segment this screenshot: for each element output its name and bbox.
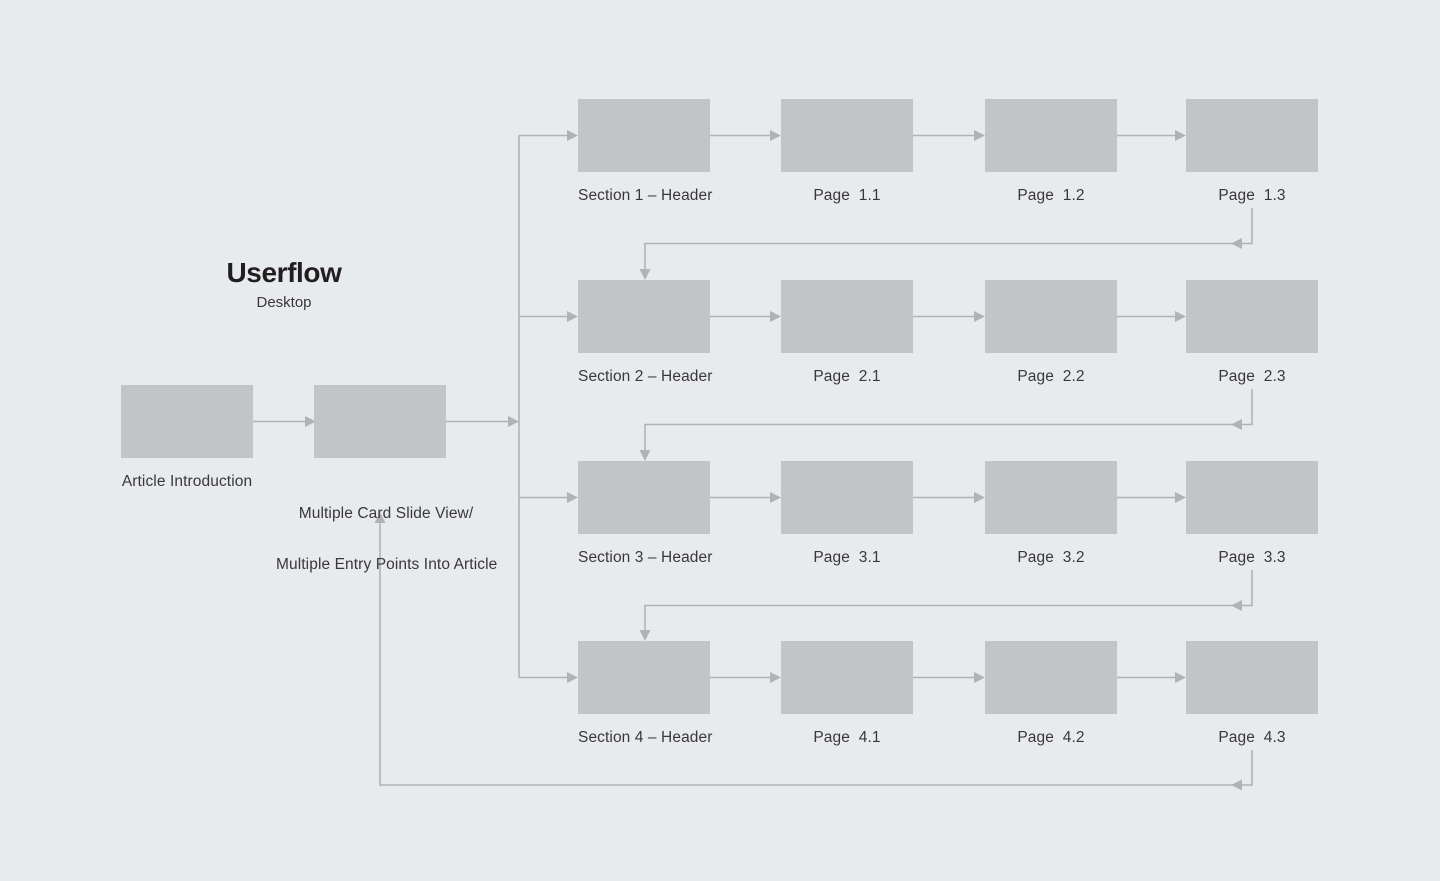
label-card-slide-view: Multiple Card Slide View/ Multiple Entry… [276,471,498,607]
label-article-introduction: Article Introduction [121,473,253,490]
flow-box-page-3-3 [1186,461,1318,534]
label-section-1-header: Section 1 – Header [578,187,713,204]
flow-box-section-1-header [578,99,710,172]
flow-box-section-3-header [578,461,710,534]
label-page-2-3: Page 2.3 [1218,368,1286,385]
flow-box-section-4-header [578,641,710,714]
label-page-1-3: Page 1.3 [1218,187,1286,204]
flow-box-page-3-1 [781,461,913,534]
diagram-title-block: Userflow Desktop [178,257,390,311]
label-page-3-2: Page 3.2 [1017,549,1085,566]
label-card-slide-view-line1: Multiple Card Slide View/ [298,505,474,522]
label-page-1-1: Page 1.1 [813,187,881,204]
flow-box-page-1-1 [781,99,913,172]
flow-box-page-2-1 [781,280,913,353]
label-page-4-1: Page 4.1 [813,729,881,746]
label-page-2-1: Page 2.1 [813,368,881,385]
label-page-4-3: Page 4.3 [1218,729,1286,746]
label-card-slide-view-line2: Multiple Entry Points Into Article [276,556,498,573]
label-page-2-2: Page 2.2 [1017,368,1085,385]
flow-box-page-2-2 [985,280,1117,353]
flow-box-article-introduction [121,385,253,458]
label-section-2-header: Section 2 – Header [578,368,713,385]
flow-box-page-4-1 [781,641,913,714]
label-section-3-header: Section 3 – Header [578,549,713,566]
label-page-4-2: Page 4.2 [1017,729,1085,746]
flow-box-card-slide-view [314,385,446,458]
flow-box-page-4-3 [1186,641,1318,714]
flow-box-page-1-3 [1186,99,1318,172]
flow-box-section-2-header [578,280,710,353]
flow-box-page-2-3 [1186,280,1318,353]
flow-box-page-4-2 [985,641,1117,714]
flow-box-page-1-2 [985,99,1117,172]
flow-box-page-3-2 [985,461,1117,534]
connector-lines [253,134,1253,786]
label-section-4-header: Section 4 – Header [578,729,713,746]
label-page-1-2: Page 1.2 [1017,187,1085,204]
connector-arrowheads [305,130,1242,791]
page-subtitle: Desktop [256,294,312,311]
page-title: Userflow [226,257,342,288]
label-page-3-1: Page 3.1 [813,549,881,566]
label-page-3-3: Page 3.3 [1218,549,1286,566]
